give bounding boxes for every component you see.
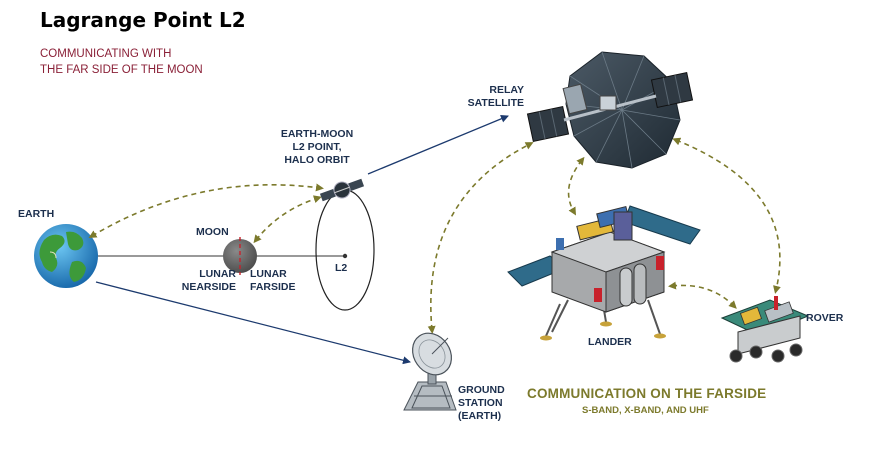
l2-label: L2	[335, 262, 348, 274]
relay-satellite-label: RELAY SATELLITE	[444, 84, 524, 110]
relay-lander-comm-link	[567, 156, 585, 216]
earth-l2-comm-link	[88, 183, 324, 239]
diagram-subtitle: COMMUNICATING WITH THE FAR SIDE OF THE M…	[40, 46, 203, 78]
relay-line-1: RELAY	[489, 84, 524, 96]
diagram-title: Lagrange Point L2	[40, 8, 246, 32]
lunar-nearside-label: LUNAR NEARSIDE	[170, 268, 236, 294]
rover-label: ROVER	[806, 312, 844, 324]
farside-bands: S-BAND, X-BAND, AND UHF	[582, 405, 709, 416]
earth-to-relay-arrow	[367, 114, 509, 175]
lunar-farside-label: LUNAR FARSIDE	[250, 268, 296, 294]
ground-station-icon	[403, 332, 457, 411]
l2-point-line-3: HALO ORBIT	[284, 154, 350, 166]
ground-line-3: (EARTH)	[458, 410, 502, 422]
moon-body	[223, 237, 257, 275]
ground-line-2: STATION	[458, 397, 503, 409]
lunar-nearside-line-1: LUNAR	[199, 268, 236, 280]
relay-satellite-icon	[526, 51, 694, 169]
earth-globe	[34, 224, 98, 288]
l2-point-line-2: L2 POINT,	[292, 141, 342, 153]
ground-line-1: GROUND	[458, 384, 505, 396]
l2-point-line-1: EARTH-MOON	[280, 128, 354, 140]
l2-point-marker	[342, 253, 348, 259]
lunar-farside-line-2: FARSIDE	[250, 281, 296, 293]
ground-station-label: GROUND STATION (EARTH)	[458, 384, 505, 423]
relay-rover-comm-link	[672, 137, 781, 294]
moon-label: MOON	[196, 226, 229, 238]
relay-line-2: SATELLITE	[467, 97, 524, 109]
halo-orbit	[315, 189, 375, 311]
farside-title: COMMUNICATION ON THE FARSIDE	[527, 386, 767, 401]
subtitle-line-2: THE FAR SIDE OF THE MOON	[40, 64, 203, 76]
lander-rover-comm-link	[668, 281, 737, 309]
earth-to-ground-station-arrow	[95, 281, 411, 365]
ground-relay-comm-link	[427, 142, 534, 334]
lunar-nearside-line-2: NEARSIDE	[181, 281, 236, 293]
rover-icon	[720, 296, 810, 363]
lander-icon	[507, 205, 701, 341]
subtitle-line-1: COMMUNICATING WITH	[40, 48, 172, 60]
lander-label: LANDER	[588, 336, 632, 348]
lunar-farside-line-1: LUNAR	[250, 268, 287, 280]
l2-satellite-icon	[319, 178, 365, 202]
l2-point-label: EARTH-MOON L2 POINT, HALO ORBIT	[262, 128, 372, 167]
earth-label: EARTH	[18, 208, 55, 220]
moon-l2-comm-link	[253, 195, 322, 244]
